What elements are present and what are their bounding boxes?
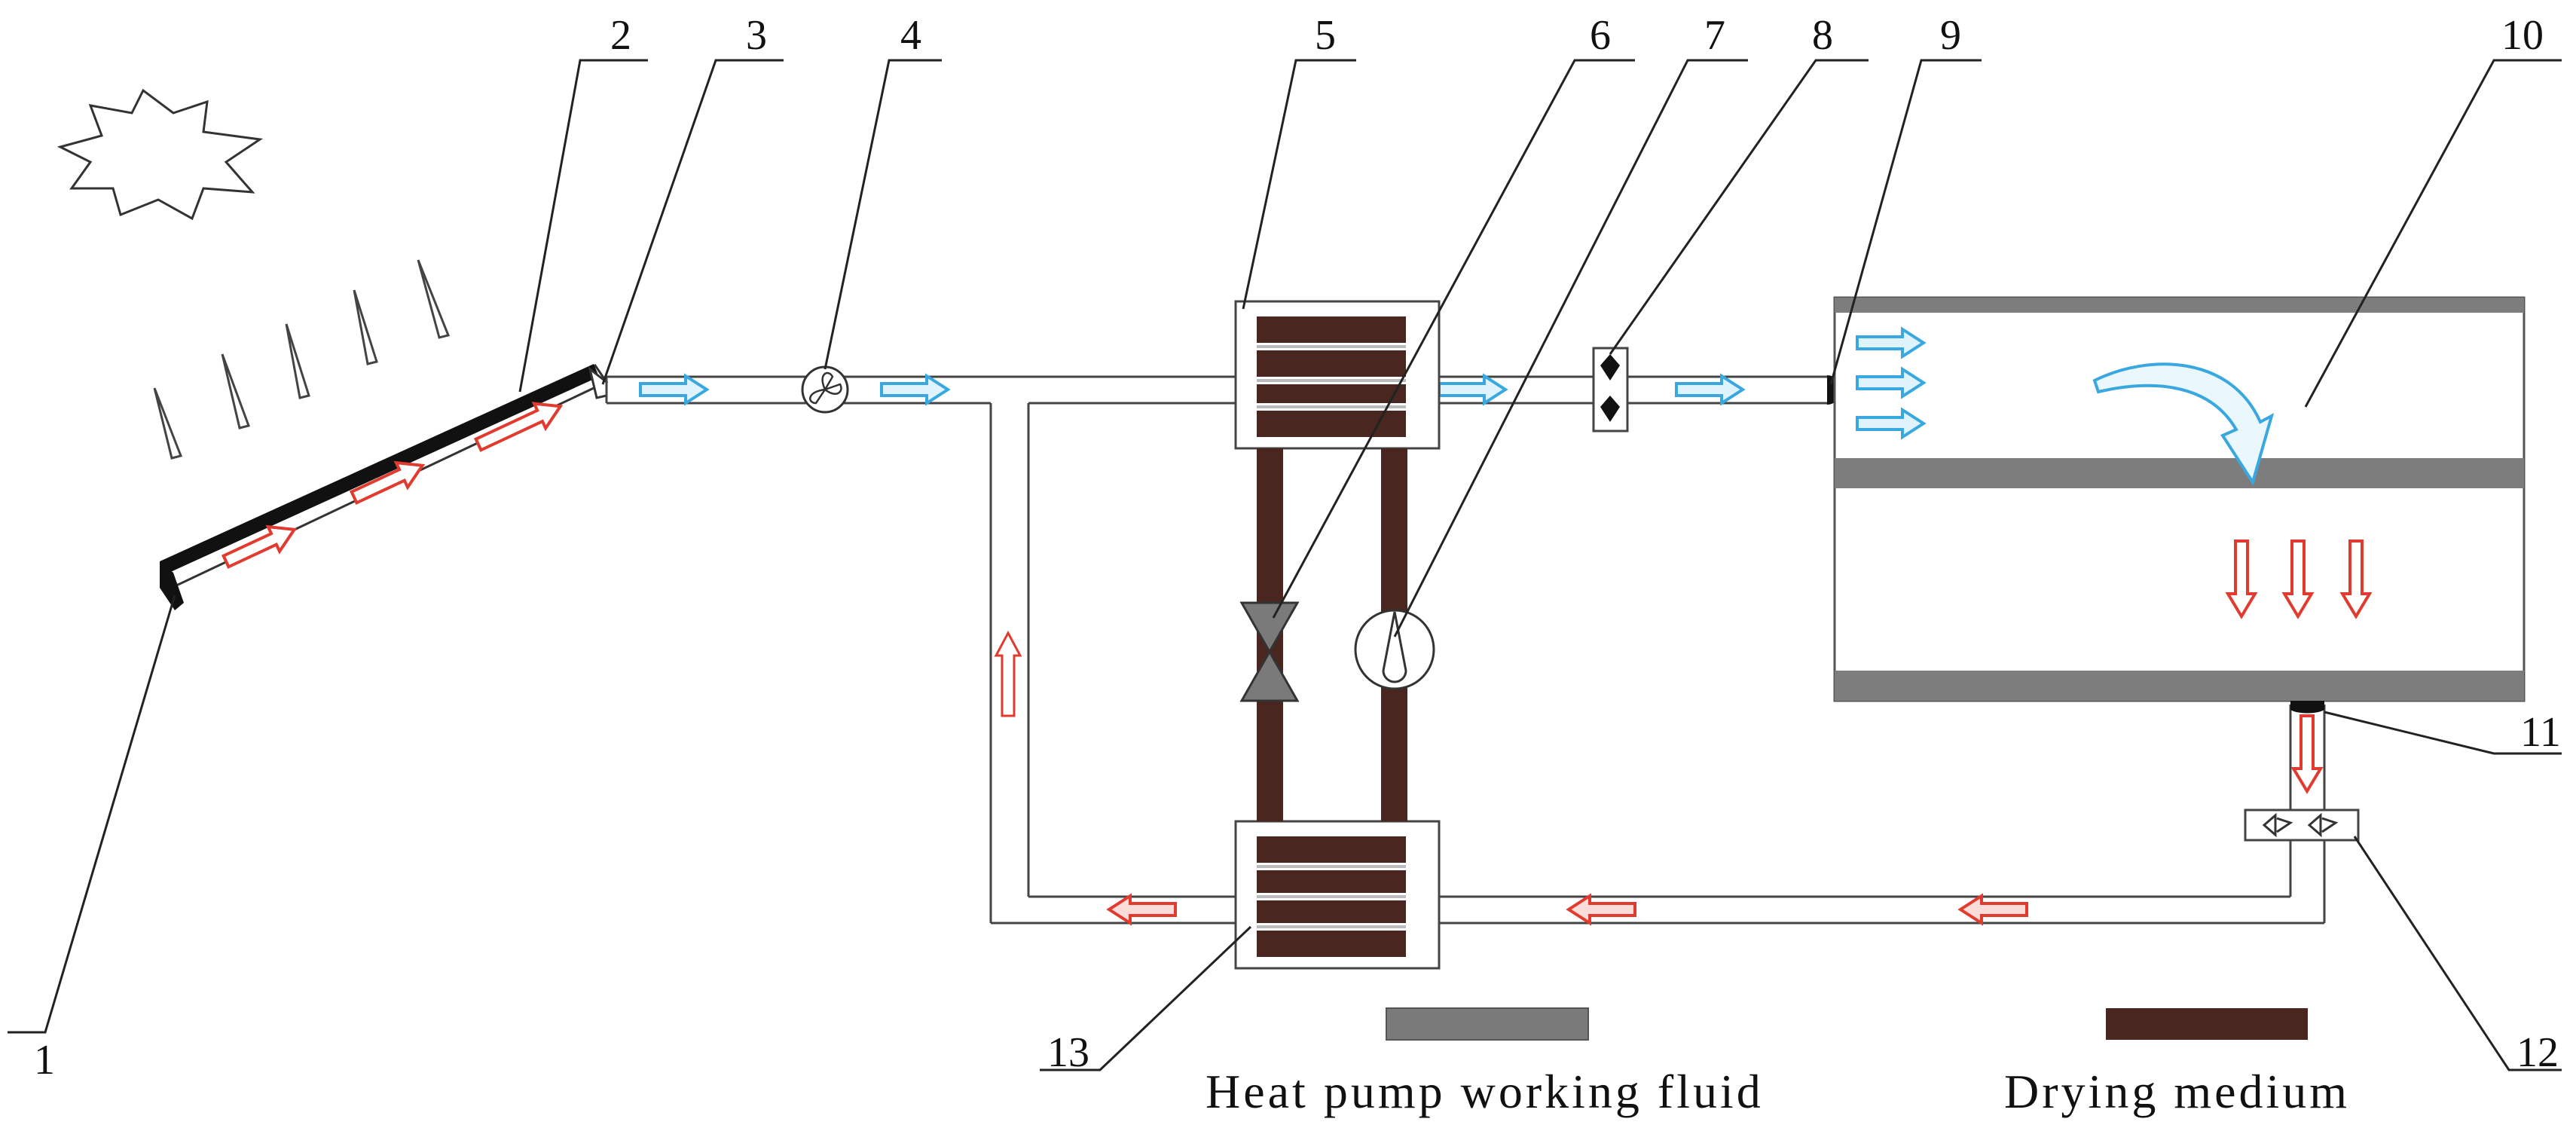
- bypass-pipe: [989, 403, 1030, 923]
- label-8: 8: [1812, 12, 1833, 59]
- heat-exchanger-upper: [1234, 300, 1441, 450]
- component-number-labels: 1 2 3 4 5 6 7 8 9 10 11 12 13: [34, 12, 2561, 1084]
- label-12: 12: [2516, 1029, 2559, 1076]
- legend-swatch-heat-pump: [1386, 1007, 1589, 1041]
- label-13: 13: [1047, 1029, 1089, 1076]
- label-9: 9: [1940, 12, 1961, 59]
- sun-rays: [153, 259, 451, 460]
- label-2: 2: [610, 12, 631, 59]
- check-valve-icon: [2244, 809, 2360, 842]
- fan-icon: [801, 365, 849, 414]
- leader-lines: [8, 59, 2562, 1071]
- label-10: 10: [2501, 12, 2544, 59]
- legend-label-heat-pump: Heat pump working fluid: [1205, 1065, 1764, 1118]
- label-1: 1: [34, 1037, 55, 1084]
- compressor-icon: [1354, 609, 1435, 690]
- legend-swatch-drying: [2106, 1008, 2308, 1040]
- return-pipe: [991, 705, 2326, 925]
- label-3: 3: [746, 12, 767, 59]
- label-11: 11: [2520, 709, 2561, 756]
- supply-pipe: [605, 375, 1831, 405]
- drying-chamber: [1833, 296, 2526, 702]
- label-6: 6: [1590, 12, 1611, 59]
- legend-label-drying: Drying medium: [2004, 1065, 2350, 1118]
- label-7: 7: [1704, 12, 1725, 59]
- damper-icon: [1592, 347, 1629, 433]
- expansion-valve-icon: [1239, 601, 1300, 702]
- chamber-outlet: [2290, 701, 2324, 793]
- label-4: 4: [900, 12, 921, 59]
- heat-exchanger-lower: [1234, 820, 1441, 970]
- label-5: 5: [1315, 12, 1336, 59]
- collector-flow-arrows: [221, 402, 564, 569]
- sun-icon: [57, 88, 264, 221]
- legend: Heat pump working fluid Drying medium: [1205, 1007, 2350, 1118]
